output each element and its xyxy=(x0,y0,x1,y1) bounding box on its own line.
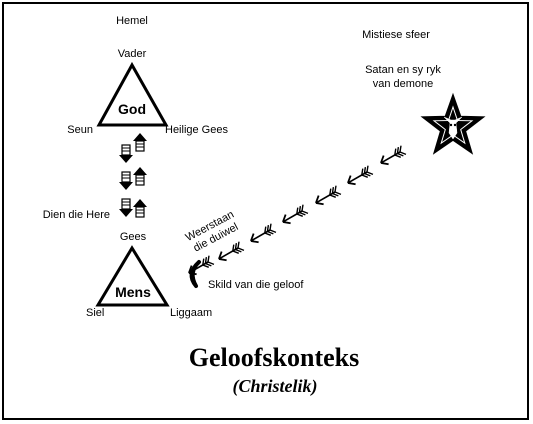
arrow-icon xyxy=(315,185,342,206)
diagram-subtitle: (Christelik) xyxy=(232,376,317,397)
label-son: Seun xyxy=(67,124,93,136)
human-triangle xyxy=(95,245,170,307)
up-arrow xyxy=(133,199,147,218)
label-human: Mens xyxy=(115,284,151,300)
diagram-frame xyxy=(2,2,529,420)
diagram-title: Geloofskonteks xyxy=(189,343,359,372)
up-arrow xyxy=(133,133,147,152)
god-triangle xyxy=(96,61,169,127)
label-holy-spirit: Heilige Gees xyxy=(165,124,228,136)
arrow-icon xyxy=(250,223,277,244)
arrow-icon xyxy=(347,165,374,186)
arrow-icon xyxy=(380,145,407,166)
vertical-arrows xyxy=(119,133,147,218)
label-satan-2: van demone xyxy=(373,78,434,90)
down-arrow xyxy=(119,144,133,163)
down-arrow xyxy=(119,171,133,190)
label-god: God xyxy=(118,101,146,117)
label-satan-1: Satan en sy ryk xyxy=(365,64,441,76)
label-body: Liggaam xyxy=(170,307,212,319)
down-arrow xyxy=(119,198,133,217)
arrow-icon xyxy=(218,241,245,262)
label-father: Vader xyxy=(118,48,147,60)
label-shield: Skild van die geloof xyxy=(208,279,304,291)
shield-icon xyxy=(189,260,201,288)
label-mystic-sphere: Mistiese sfeer xyxy=(362,29,430,41)
arrow-icon xyxy=(282,204,309,225)
label-spirit: Gees xyxy=(120,231,147,243)
attack-arrows xyxy=(188,145,407,276)
pentagram-icon xyxy=(420,92,486,155)
up-arrow xyxy=(133,167,147,186)
arrow-icon xyxy=(188,255,215,276)
label-serve-lord: Dien die Here xyxy=(43,209,110,221)
label-soul: Siel xyxy=(86,307,104,319)
label-heaven: Hemel xyxy=(116,15,148,27)
